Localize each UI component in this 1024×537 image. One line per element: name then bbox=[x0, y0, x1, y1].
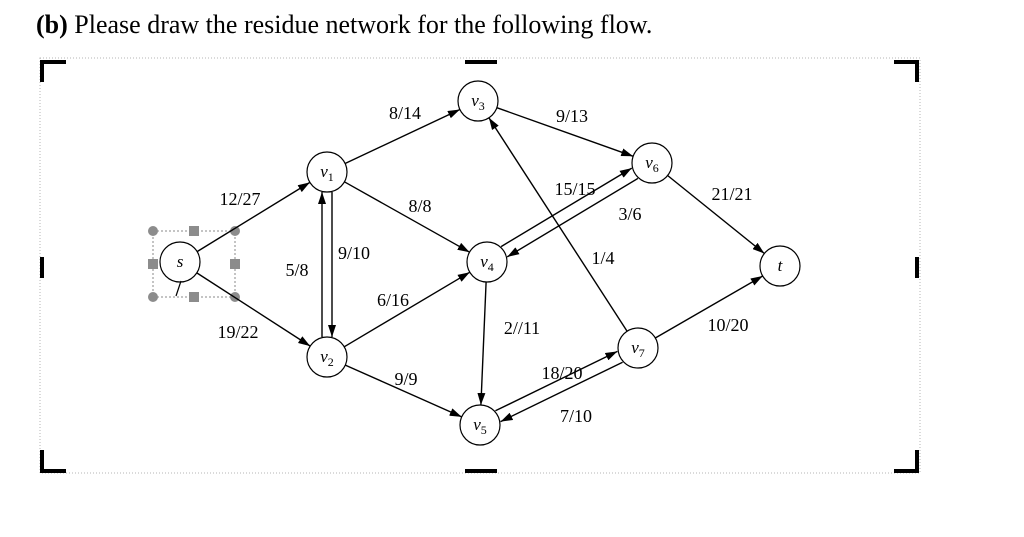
node-v1[interactable]: v1 bbox=[306, 151, 348, 193]
edge-labels-layer: 12/27 19/22 8/14 8/8 5/8 9/10 6/16 9/9 9/13 15/15… bbox=[217, 103, 752, 426]
crop-handle-top-left[interactable] bbox=[40, 60, 66, 82]
crop-handle-top-right[interactable] bbox=[894, 60, 919, 82]
edge-label-v6-t: 21/21 bbox=[711, 184, 752, 204]
edge-v7-v5 bbox=[500, 361, 623, 423]
edge-s-v1 bbox=[196, 181, 311, 253]
node-v7[interactable]: v7 bbox=[617, 327, 659, 369]
node-v2[interactable]: v2 bbox=[306, 336, 348, 378]
edge-label-v1-v2: 5/8 bbox=[285, 260, 308, 280]
edge-v4-v5 bbox=[477, 281, 487, 406]
edge-label-s-v1: 12/27 bbox=[219, 189, 260, 209]
resize-handle-bottom[interactable] bbox=[189, 292, 199, 302]
edge-label-v7-v5: 7/10 bbox=[560, 406, 592, 426]
crop-handle-bottom-right[interactable] bbox=[894, 450, 919, 473]
node-circle-v3[interactable] bbox=[457, 80, 499, 122]
node-circle-v2[interactable] bbox=[306, 336, 348, 378]
edge-v1-v3 bbox=[344, 108, 461, 165]
edge-label-s-v2: 19/22 bbox=[217, 322, 258, 342]
edge-v3-v6 bbox=[496, 107, 634, 157]
text-cursor bbox=[175, 280, 182, 297]
edge-v7-t bbox=[654, 275, 764, 339]
edge-label-v7-t: 10/20 bbox=[707, 315, 748, 335]
node-v3[interactable]: v3 bbox=[457, 80, 499, 122]
edge-v2-v4 bbox=[343, 271, 471, 348]
node-circle-v7[interactable] bbox=[617, 327, 659, 369]
edge-label-v5-v7: 18/20 bbox=[541, 363, 582, 383]
resize-handle-left[interactable] bbox=[148, 259, 158, 269]
node-circle-v6[interactable] bbox=[631, 142, 673, 184]
node-v4[interactable]: v4 bbox=[466, 241, 508, 283]
question-part: (b) bbox=[36, 10, 68, 39]
edge-label-v1-v3: 8/14 bbox=[389, 103, 421, 123]
edge-label-v2-v5: 9/9 bbox=[394, 369, 417, 389]
edge-v6-t bbox=[667, 174, 765, 255]
node-circle-t[interactable] bbox=[759, 245, 801, 287]
crop-handles[interactable] bbox=[40, 60, 919, 473]
edge-v7-v3 bbox=[488, 117, 628, 332]
edge-v5-v7 bbox=[495, 350, 618, 412]
edge-label-v2-v1: 9/10 bbox=[338, 243, 370, 263]
node-label-t: t bbox=[778, 256, 784, 275]
edge-s-v2 bbox=[196, 272, 311, 347]
node-circle-v4[interactable] bbox=[466, 241, 508, 283]
node-v5[interactable]: v5 bbox=[459, 404, 501, 446]
node-s[interactable]: s bbox=[159, 241, 201, 283]
node-circle-v5[interactable] bbox=[459, 404, 501, 446]
resize-handle-right[interactable] bbox=[230, 259, 240, 269]
node-v6[interactable]: v6 bbox=[631, 142, 673, 184]
nodes-layer: s v1 v2 v3 v4 v5 v6 v7 t bbox=[159, 80, 801, 446]
edge-label-v2-v4: 6/16 bbox=[377, 290, 409, 310]
edge-v2-v5 bbox=[345, 364, 462, 418]
resize-handle-top-left[interactable] bbox=[148, 226, 158, 236]
node-circle-s[interactable] bbox=[159, 241, 201, 283]
question-text: (b) Please draw the residue network for … bbox=[36, 10, 652, 40]
edge-v4-v6 bbox=[500, 167, 633, 248]
edge-label-v7-v3: 1/4 bbox=[591, 248, 614, 268]
edge-label-v4-v6: 15/15 bbox=[554, 179, 595, 199]
edge-label-v3-v6: 9/13 bbox=[556, 106, 588, 126]
resize-handle-bottom-left[interactable] bbox=[148, 292, 158, 302]
edge-label-v4-v5: 2//11 bbox=[504, 318, 540, 338]
resize-handle-top[interactable] bbox=[189, 226, 199, 236]
edge-v1-v4 bbox=[344, 181, 470, 253]
node-t[interactable]: t bbox=[759, 245, 801, 287]
edge-label-v6-v4: 3/6 bbox=[618, 204, 641, 224]
edges-layer bbox=[196, 107, 765, 423]
node-label-s: s bbox=[177, 252, 184, 271]
resize-handle-top-right[interactable] bbox=[230, 226, 240, 236]
edge-label-v1-v4: 8/8 bbox=[408, 196, 431, 216]
node-circle-v1[interactable] bbox=[306, 151, 348, 193]
edge-v6-v4 bbox=[506, 177, 639, 258]
question-body: Please draw the residue network for the … bbox=[74, 10, 653, 39]
crop-handle-bottom-left[interactable] bbox=[40, 450, 66, 473]
